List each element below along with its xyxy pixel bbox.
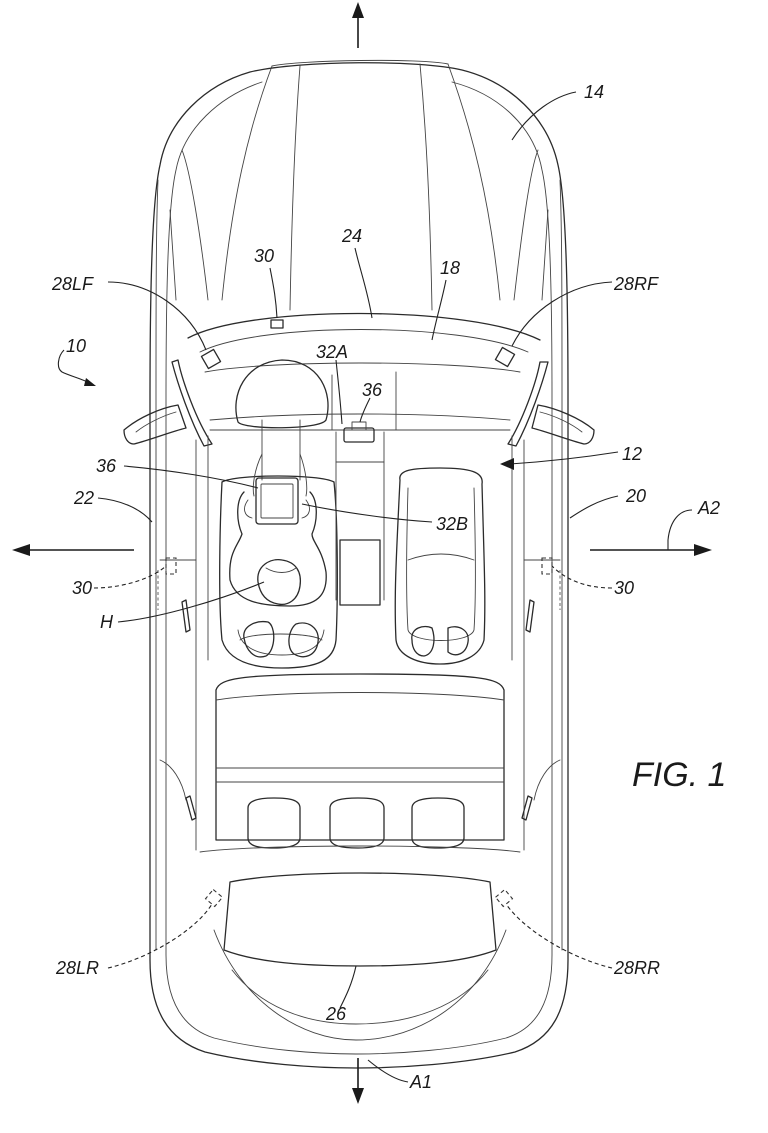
leader-lines: [57, 91, 693, 1083]
rear-seat: [215, 673, 505, 849]
passenger-seat: [394, 467, 486, 665]
label-12: 12: [622, 444, 642, 464]
label-32A: 32A: [316, 342, 348, 362]
label-30-top: 30: [254, 246, 274, 266]
windshield: [187, 312, 541, 373]
a-pillars-and-mirrors: [123, 359, 595, 447]
label-32B: 32B: [436, 514, 468, 534]
label-22: 22: [73, 488, 94, 508]
label-24: 24: [341, 226, 362, 246]
reference-labels: 14 24 30 18 28LF 28RF 10 32A 36 12 36 22…: [51, 82, 720, 1092]
sensors: [157, 319, 561, 908]
cabin: [159, 435, 561, 851]
label-18: 18: [440, 258, 460, 278]
rear-window-and-trunk: [199, 845, 521, 1041]
label-28LF: 28LF: [51, 274, 94, 294]
center-console: [335, 421, 385, 606]
label-30-left: 30: [72, 578, 92, 598]
label-10: 10: [66, 336, 86, 356]
label-A2: A2: [697, 498, 720, 518]
label-A1: A1: [409, 1072, 432, 1092]
label-28LR: 28LR: [55, 958, 99, 978]
label-20: 20: [625, 486, 646, 506]
label-26: 26: [325, 1004, 347, 1024]
label-28RR: 28RR: [613, 958, 660, 978]
label-H: H: [100, 612, 114, 632]
direction-arrows: [12, 2, 712, 1104]
figure-caption: FIG. 1: [632, 756, 726, 794]
label-14: 14: [584, 82, 604, 102]
label-28RF: 28RF: [613, 274, 659, 294]
handheld-device: [255, 477, 299, 525]
label-30-right: 30: [614, 578, 634, 598]
label-36-top: 36: [362, 380, 383, 400]
vehicle-body: [149, 62, 569, 1069]
occupant: [229, 453, 327, 658]
label-36-left: 36: [96, 456, 117, 476]
driver-seat: [219, 359, 338, 669]
hood: [169, 59, 549, 311]
